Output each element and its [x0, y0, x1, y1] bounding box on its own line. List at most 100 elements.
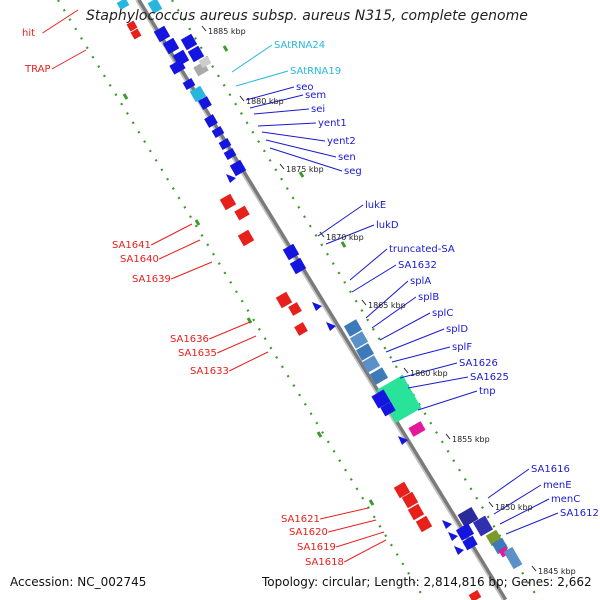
gene-label-sen: sen	[338, 152, 356, 163]
gene-label-seo: seo	[296, 82, 313, 93]
leader-line	[231, 44, 273, 73]
leader-line	[228, 351, 269, 372]
leader-line	[417, 390, 478, 411]
genome-title: Staphylococcus aureus subsp. aureus N315…	[86, 8, 528, 24]
gene-label-sa1621: SA1621	[281, 514, 320, 525]
gene-label-hit: hit	[22, 28, 35, 39]
kbp-tick-mark	[531, 565, 537, 572]
leader-line	[209, 321, 251, 340]
gc-tick	[246, 317, 253, 324]
kbp-tick-mark	[319, 231, 325, 238]
leader-line	[336, 531, 385, 548]
gene-label-sa1619: SA1619	[297, 542, 336, 553]
gene-feature	[472, 515, 494, 537]
gc-tick	[368, 499, 375, 506]
gene-label-sa1636: SA1636	[170, 334, 209, 345]
gc-tick	[340, 241, 347, 248]
gene-label-sa1635: SA1635	[178, 348, 217, 359]
gene-feature	[237, 229, 255, 247]
gene-arrow	[448, 532, 458, 541]
leader-line	[235, 70, 289, 87]
gene-label-satrna24: SAtRNA24	[274, 40, 325, 51]
gc-content-track	[57, 0, 540, 600]
gene-label-sa1633: SA1633	[190, 366, 229, 377]
leader-line	[343, 539, 387, 563]
kbp-tick-label: 1885 kbp	[208, 27, 246, 36]
gene-feature	[234, 205, 250, 221]
kbp-tick-mark	[488, 501, 494, 508]
gene-feature	[198, 56, 212, 68]
gene-feature	[380, 401, 396, 417]
leader-line	[216, 335, 257, 354]
gene-feature	[401, 491, 419, 509]
leader-line	[269, 147, 343, 172]
gc-track-line	[57, 0, 426, 600]
leader-line	[487, 468, 530, 499]
gene-arrow	[312, 302, 322, 311]
gene-label-sa1640: SA1640	[120, 254, 159, 265]
gene-label-menc: menC	[551, 494, 580, 505]
gene-feature	[223, 148, 237, 160]
gene-label-spla: splA	[410, 276, 431, 287]
gene-feature	[204, 114, 218, 128]
gene-label-splc: splC	[432, 308, 453, 319]
gene-label-yent2: yent2	[327, 136, 356, 147]
gene-label-sa1641: SA1641	[112, 240, 151, 251]
leader-line	[150, 223, 193, 246]
gene-features	[116, 0, 523, 600]
kbp-tick-mark	[361, 299, 367, 306]
gene-feature	[147, 0, 163, 14]
gene-label-sa1612: SA1612	[560, 508, 599, 519]
kbp-tick-mark	[279, 163, 285, 170]
leader-line	[257, 122, 317, 127]
gene-feature	[408, 421, 426, 437]
gene-label-lukd: lukD	[376, 220, 399, 231]
accession-text: Accession: NC_002745	[10, 575, 147, 589]
leader-line	[253, 108, 310, 115]
leader-line	[385, 328, 445, 353]
kbp-tick-mark	[403, 367, 409, 374]
leader-line	[261, 131, 326, 142]
gene-label-splb: splB	[418, 292, 439, 303]
kbp-tick-label: 1870 kbp	[326, 233, 364, 242]
gc-tick	[222, 45, 229, 52]
gene-feature	[503, 546, 523, 570]
gc-tick	[122, 93, 129, 100]
gene-feature	[369, 367, 389, 385]
gene-feature	[182, 78, 196, 90]
leader-line	[320, 507, 369, 520]
leader-line	[351, 264, 397, 293]
gene-arrow	[226, 174, 236, 183]
gene-feature	[229, 159, 247, 177]
gene-feature	[376, 375, 422, 423]
gc-tick	[194, 219, 201, 226]
kbp-tick-label: 1850 kbp	[495, 503, 533, 512]
gene-feature	[393, 481, 411, 499]
gene-label-seg: seg	[344, 166, 362, 177]
kbp-tick-mark	[239, 95, 245, 102]
gene-arrow	[326, 322, 336, 331]
gene-feature	[355, 343, 375, 361]
gene-arrow	[454, 546, 464, 555]
gene-feature	[275, 291, 293, 309]
gene-label-satrna19: SAtRNA19	[290, 66, 341, 77]
gc-tick	[298, 171, 305, 178]
gene-feature	[169, 59, 186, 75]
gene-feature	[407, 503, 425, 521]
leader-line	[171, 261, 213, 280]
gc-track-line	[171, 0, 540, 600]
gene-feature	[180, 33, 198, 51]
gene-feature	[282, 243, 300, 261]
gene-label-sa1620: SA1620	[289, 527, 328, 538]
gene-feature	[187, 45, 205, 63]
gene-feature	[462, 535, 478, 551]
gene-feature	[289, 257, 307, 275]
kbp-tick-label: 1875 kbp	[286, 165, 324, 174]
kbp-tick-label: 1860 kbp	[410, 369, 448, 378]
leader-line	[505, 512, 559, 535]
gene-label-sem: sem	[305, 90, 326, 101]
gc-tick	[316, 431, 323, 438]
kbp-tick-mark	[445, 433, 451, 440]
leader-line	[349, 248, 388, 281]
